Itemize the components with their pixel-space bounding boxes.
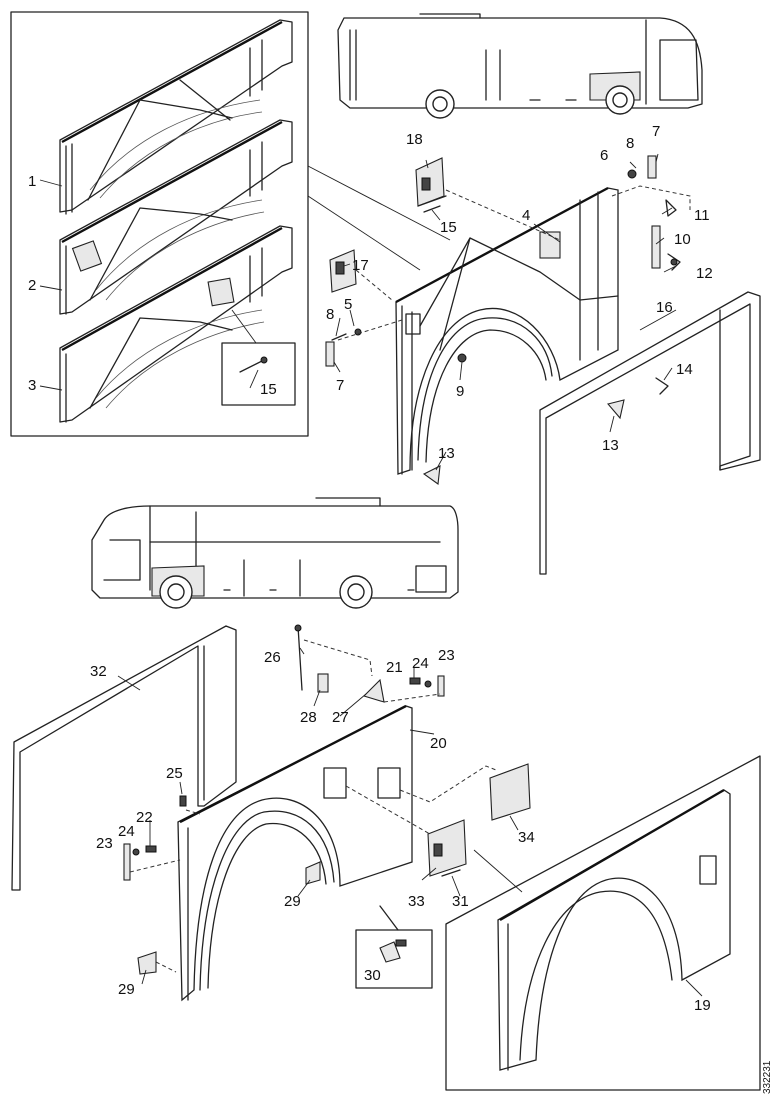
- hinge-parts-left: [325, 319, 403, 367]
- access-flap-34: [489, 763, 531, 821]
- side-panel-variant-1: [59, 19, 293, 215]
- label-1: 1: [28, 173, 36, 190]
- leader-lines: [117, 159, 703, 997]
- bracket-13-right: [607, 399, 625, 420]
- label-27: 27: [332, 709, 349, 726]
- label-26: 26: [264, 649, 281, 666]
- label-12: 12: [696, 265, 713, 282]
- label-10: 10: [674, 231, 691, 248]
- label-18: 18: [406, 131, 423, 148]
- label-29-lower: 29: [118, 981, 135, 998]
- label-8-right: 8: [626, 135, 634, 152]
- label-20: 20: [430, 735, 447, 752]
- bus-top-view: [337, 13, 703, 119]
- label-7-right: 7: [652, 123, 660, 140]
- access-flap-33: [427, 819, 467, 877]
- screw-25: [179, 795, 187, 807]
- side-panel-assembly-4: [395, 186, 619, 475]
- label-5: 5: [344, 296, 352, 313]
- label-11: 11: [694, 207, 710, 224]
- side-panel-20: [177, 704, 497, 1002]
- label-9: 9: [456, 383, 464, 400]
- bracket-27: [362, 678, 385, 703]
- label-14: 14: [676, 361, 693, 378]
- rod-26: [297, 625, 303, 691]
- side-panel-variant-2: [59, 119, 293, 315]
- seal-32: [11, 625, 237, 891]
- seal-16: [539, 291, 761, 575]
- label-31: 31: [452, 893, 469, 910]
- label-32: 32: [90, 663, 107, 680]
- label-29-upper: 29: [284, 893, 301, 910]
- clip-inset-30: [355, 905, 433, 989]
- label-16: 16: [656, 299, 673, 316]
- hardware-top-right: [611, 153, 691, 271]
- label-17: 17: [352, 257, 369, 274]
- label-6: 6: [600, 147, 608, 164]
- label-19: 19: [694, 997, 711, 1014]
- callout-labels: 1 2 3 15 18 15 4 6 8 7 11 10 12 16 17 5 …: [28, 123, 773, 1094]
- access-flap-18: [415, 157, 561, 241]
- label-30: 30: [364, 967, 381, 984]
- fastener-inset-box: [221, 342, 296, 406]
- label-8-left: 8: [326, 306, 334, 323]
- hinge-28: [317, 673, 329, 693]
- label-22: 22: [136, 809, 153, 826]
- label-33: 33: [408, 893, 425, 910]
- label-13-left: 13: [438, 445, 455, 462]
- bracket-29-upper: [305, 861, 321, 885]
- label-13-right: 13: [602, 437, 619, 454]
- label-24-left: 24: [118, 823, 135, 840]
- label-34: 34: [518, 829, 535, 846]
- screw-9: [457, 353, 467, 363]
- clip-14: [655, 377, 669, 395]
- label-2: 2: [28, 277, 36, 294]
- label-7-left: 7: [336, 377, 344, 394]
- label-23-right: 23: [438, 647, 455, 664]
- label-24-right: 24: [412, 655, 429, 672]
- label-15: 15: [440, 219, 457, 236]
- bracket-29-lower: [137, 951, 157, 975]
- bracket-13-lower: [422, 465, 441, 485]
- label-25: 25: [166, 765, 183, 782]
- side-panel-variant-3: [59, 225, 293, 423]
- drawing-code: 332231: [762, 1060, 773, 1094]
- label-21: 21: [386, 659, 403, 676]
- access-flap-17: [329, 249, 393, 301]
- bus-middle-view: [91, 497, 459, 609]
- label-23-left: 23: [96, 835, 113, 852]
- inset-frame: [10, 11, 309, 437]
- label-4: 4: [522, 207, 530, 224]
- label-3: 3: [28, 377, 36, 394]
- side-panel-19: [445, 755, 761, 1091]
- label-15-inset: 15: [260, 381, 277, 398]
- label-28: 28: [300, 709, 317, 726]
